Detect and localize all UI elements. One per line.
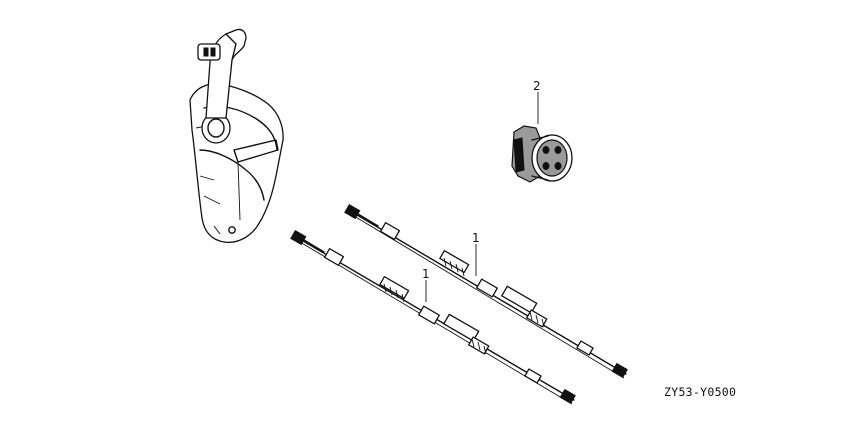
upper-cable <box>344 203 628 379</box>
figure-code: ZY53-Y0500 <box>664 385 736 399</box>
callout-upper-cable: 1 <box>472 231 480 245</box>
mounting-screw <box>228 226 236 234</box>
remote-control-box <box>189 28 284 244</box>
lower-cable <box>290 229 576 405</box>
callout-connector: 2 <box>533 79 541 93</box>
connector-part <box>511 92 573 183</box>
callout-lower-cable: 1 <box>422 267 430 281</box>
